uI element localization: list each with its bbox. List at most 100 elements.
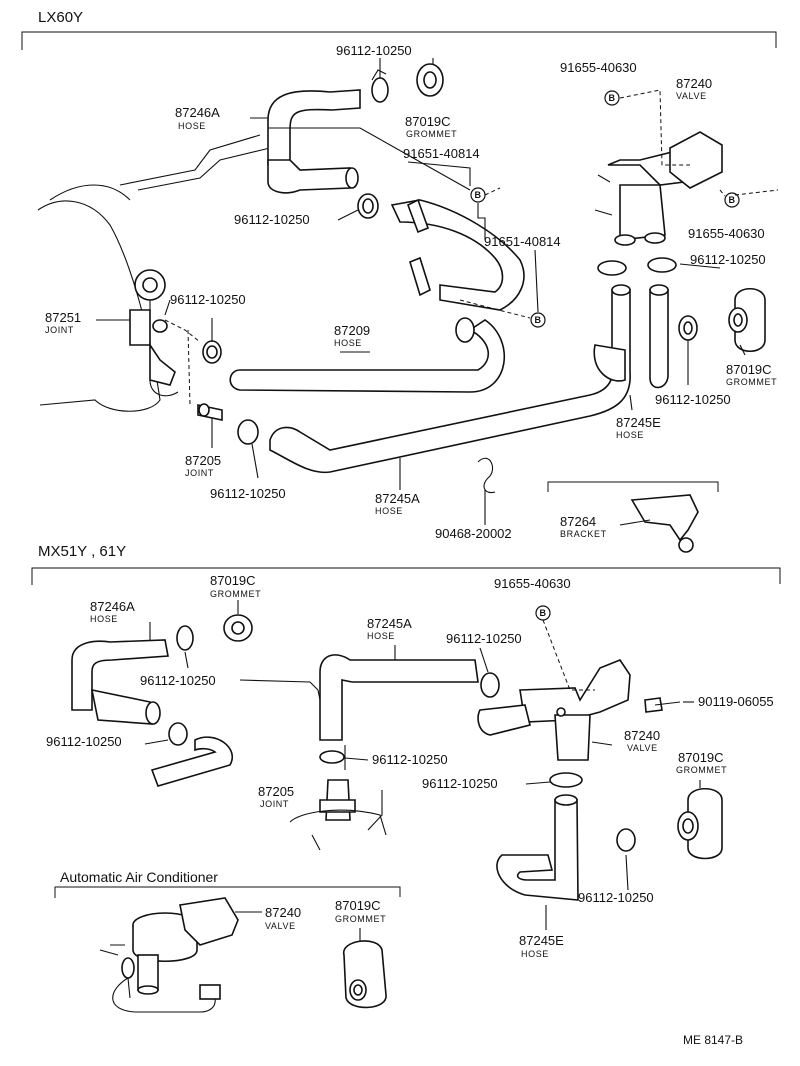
grommet-right bbox=[728, 287, 766, 353]
label-hose-87245a-pn: 87245A bbox=[375, 491, 420, 506]
label-hose-87209-nm: HOSE bbox=[334, 338, 362, 348]
section-title-mx51y: MX51Y , 61Y bbox=[38, 543, 126, 560]
label-mx-valve-nm: VALVE bbox=[627, 743, 658, 753]
section-auto-ac: Automatic Air Conditioner 87240 VALVE 87… bbox=[54, 869, 401, 1013]
label-mx-grommet-nm: GROMMET bbox=[210, 589, 261, 599]
label-hose-87246a-nm: HOSE bbox=[178, 121, 206, 131]
hose-87246a bbox=[267, 89, 361, 194]
label-mx-bolt-91655: 91655-40630 bbox=[494, 576, 571, 591]
label-bolt-91651-b: 91651-40814 bbox=[484, 234, 561, 249]
label-mx-clamp-left-a: 96112-10250 bbox=[140, 673, 216, 688]
hose-87245e-mx bbox=[496, 794, 579, 901]
label-hose-87245e-nm: HOSE bbox=[616, 430, 644, 440]
label-mx-hose-87246a-pn: 87246A bbox=[90, 599, 135, 614]
hose-87245a bbox=[269, 284, 631, 474]
valve-87240-ac bbox=[99, 897, 239, 1013]
label-joint-87251-pn: 87251 bbox=[45, 310, 81, 325]
label-mx-clamp-left-b: 96112-10250 bbox=[46, 734, 122, 749]
label-mx-joint-pn: 87205 bbox=[258, 784, 294, 799]
label-grommet-top-pn: 87019C bbox=[405, 114, 451, 129]
label-hose-87245e-pn: 87245E bbox=[616, 415, 661, 430]
hose-87209 bbox=[229, 199, 525, 393]
label-hose-87246a-pn: 87246A bbox=[175, 105, 220, 120]
clamp-mx-valve bbox=[549, 772, 583, 788]
label-bracket-pn: 87264 bbox=[560, 514, 596, 529]
label-joint-87205-nm: JOINT bbox=[185, 468, 214, 478]
bolt-marker-91651-b: B bbox=[530, 312, 546, 328]
label-mx-clamp-mid: 96112-10250 bbox=[446, 631, 522, 646]
clamp-joint bbox=[202, 340, 222, 364]
bolt-marker-91651-a: B bbox=[470, 187, 486, 203]
hose-87245a-mx bbox=[319, 654, 479, 741]
grommet-mx-right bbox=[677, 787, 723, 860]
grommet-top bbox=[416, 63, 444, 97]
label-mx-hose-87245e-nm: HOSE bbox=[521, 949, 549, 959]
label-clip-90468: 90468-20002 bbox=[435, 526, 512, 541]
label-mx-hose-87245a-nm: HOSE bbox=[367, 631, 395, 641]
label-clamp-top: 96112-10250 bbox=[336, 43, 412, 58]
label-mx-hose-87245e-pn: 87245E bbox=[519, 933, 564, 948]
clamp-mx-left bbox=[168, 722, 188, 746]
leader-lines-mx51y bbox=[144, 600, 701, 930]
joint-87251 bbox=[129, 269, 176, 386]
bolt-90119 bbox=[644, 697, 681, 713]
bolt-marker-91655-top: B bbox=[604, 90, 620, 106]
label-mx-valve-pn: 87240 bbox=[624, 728, 660, 743]
hose-87246a-mx bbox=[71, 639, 169, 725]
clamp-valve bbox=[597, 257, 677, 276]
label-grommet-right-pn: 87019C bbox=[726, 362, 772, 377]
clamp-left bbox=[357, 193, 379, 219]
section-lx60y: LX60Y bbox=[21, 9, 779, 553]
section-bracket-mx51y bbox=[31, 567, 781, 585]
label-clamp-joint: 96112-10250 bbox=[170, 292, 246, 307]
label-mx-grommet-right-nm: GROMMET bbox=[676, 765, 727, 775]
label-joint-87205-pn: 87205 bbox=[185, 453, 221, 468]
label-clamp-right: 96112-10250 bbox=[655, 392, 731, 407]
label-clamp-valve: 96112-10250 bbox=[690, 252, 766, 267]
grommet-ac bbox=[343, 940, 387, 1009]
label-mx-clamp-right: 96112-10250 bbox=[578, 890, 654, 905]
hose-87245e bbox=[593, 284, 669, 389]
label-mx-clamp-valve: 96112-10250 bbox=[422, 776, 498, 791]
clamp-top bbox=[371, 69, 389, 103]
section-mx51y: MX51Y , 61Y bbox=[31, 543, 781, 959]
bolt-marker-mx-91655: B bbox=[535, 605, 551, 621]
section-bracket-lx60y bbox=[21, 31, 777, 50]
section-title-auto-ac: Automatic Air Conditioner bbox=[60, 869, 218, 885]
label-clamp-left: 96112-10250 bbox=[234, 212, 310, 227]
section-title-lx60y: LX60Y bbox=[38, 9, 83, 26]
svg-text:B: B bbox=[540, 608, 547, 618]
clamp-bottom bbox=[237, 419, 259, 445]
label-mx-joint-nm: JOINT bbox=[260, 799, 289, 809]
label-bracket-nm: BRACKET bbox=[560, 529, 607, 539]
label-mx-grommet-pn: 87019C bbox=[210, 573, 256, 588]
label-clamp-bottom: 96112-10250 bbox=[210, 486, 286, 501]
label-bolt-91655-top: 91655-40630 bbox=[560, 60, 637, 75]
label-grommet-top-nm: GROMMET bbox=[406, 129, 457, 139]
bracket-87264 bbox=[547, 481, 719, 553]
label-valve-nm: VALVE bbox=[676, 91, 707, 101]
label-bolt-91655-right: 91655-40630 bbox=[688, 226, 765, 241]
svg-text:B: B bbox=[475, 190, 482, 200]
figure-code: ME 8147-B bbox=[683, 1033, 743, 1047]
valve-87240 bbox=[594, 131, 723, 246]
bolt-marker-91655-right: B bbox=[724, 192, 740, 208]
label-ac-valve-pn: 87240 bbox=[265, 905, 301, 920]
label-mx-hose-87245a-pn: 87245A bbox=[367, 616, 412, 631]
clamp-mx-top bbox=[176, 625, 194, 651]
label-ac-grommet-pn: 87019C bbox=[335, 898, 381, 913]
hose-piece-mx bbox=[150, 736, 233, 787]
label-mx-clamp-joint: 96112-10250 bbox=[372, 752, 448, 767]
clamp-mx-mid bbox=[480, 672, 500, 698]
label-joint-87251-nm: JOINT bbox=[45, 325, 74, 335]
leader-lines-lx60y bbox=[96, 58, 779, 526]
label-ac-valve-nm: VALVE bbox=[265, 921, 296, 931]
svg-text:B: B bbox=[535, 315, 542, 325]
hose-bracket-middle bbox=[407, 198, 431, 297]
clamp-right bbox=[678, 315, 698, 341]
label-hose-87245a-nm: HOSE bbox=[375, 506, 403, 516]
label-grommet-right-nm: GROMMET bbox=[726, 377, 777, 387]
joint-87205 bbox=[197, 403, 223, 421]
clamp-mx-right bbox=[616, 828, 636, 852]
